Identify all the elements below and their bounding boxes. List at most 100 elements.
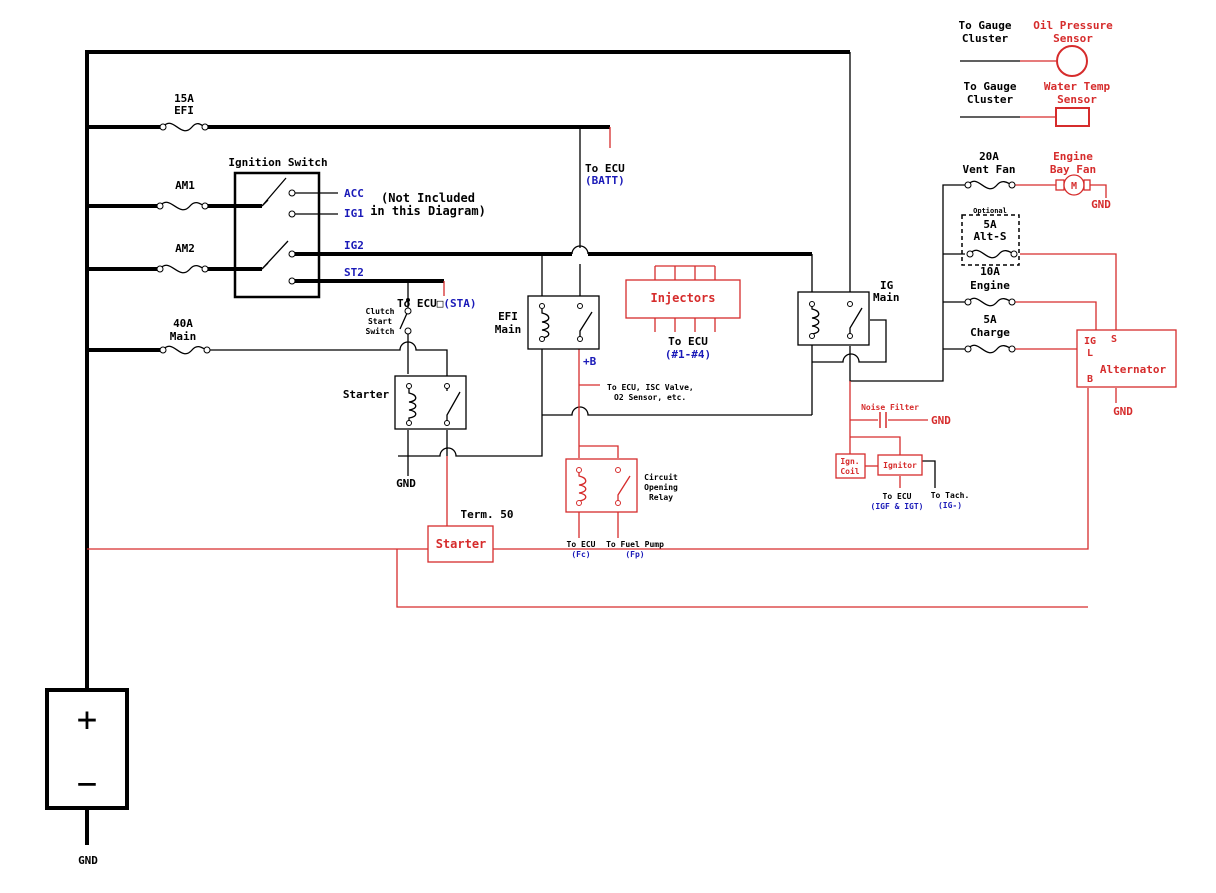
ecu-isc-line2: O2 Sensor, etc.	[614, 393, 686, 402]
oil-line2: Sensor	[1053, 32, 1093, 45]
circuit-opening-relay: Circuit Opening Relay To ECU (Fc) To Fue…	[565, 458, 678, 559]
fuse-15a-name: EFI	[174, 104, 194, 117]
not-included-note-1: (Not Included	[381, 191, 475, 205]
fan-motor-symbol: M	[1071, 181, 1077, 192]
alt-ig: IG	[1084, 336, 1096, 347]
water-line1: Water Temp	[1044, 80, 1111, 93]
alts-name: Alt-S	[973, 230, 1006, 243]
fuse-40a-name: Main	[170, 330, 197, 343]
ign-coil-line1: Ign.	[840, 457, 859, 466]
tach-code: (IG-)	[938, 501, 962, 510]
clutch-line1: Clutch	[366, 307, 395, 316]
fuse-15a-rating: 15A	[174, 92, 194, 105]
starter-motor: Term. 50 Starter	[427, 456, 514, 563]
term-50-label: Term. 50	[461, 508, 514, 521]
fuse-15a-efi: 15A EFI	[159, 92, 209, 132]
starter-gnd-label: GND	[396, 477, 416, 490]
acc-label: ACC	[344, 187, 364, 200]
cor-line2: Opening	[644, 482, 678, 492]
cor-ecu-code: (Fc)	[571, 550, 590, 559]
cor-pump-code: (Fp)	[625, 550, 644, 559]
alt-l: L	[1087, 348, 1093, 359]
ig-main-relay: IG Main	[797, 279, 900, 346]
fuse-20a-rating: 20A	[979, 150, 999, 163]
alt-s: S	[1111, 334, 1117, 345]
ignitor: Ignitor To ECU (IGF & IGT) To Tach. (IG-…	[871, 454, 970, 511]
efi-main-line1: EFI	[498, 310, 518, 323]
ignitor-ecu-code: (IGF & IGT)	[871, 502, 924, 511]
noise-filter: Noise Filter GND	[861, 402, 951, 428]
ig-main-line2: Main	[873, 291, 900, 304]
fuse-am2-label: AM2	[175, 242, 195, 255]
ig1-label: IG1	[344, 207, 364, 220]
plus-b-label: +B	[583, 355, 597, 368]
fuse-20a-name: Vent Fan	[963, 163, 1016, 176]
oil-line1: Oil Pressure	[1033, 19, 1113, 32]
noise-filter-label: Noise Filter	[861, 402, 919, 412]
st2-label: ST2	[344, 266, 364, 279]
engine-fan-line1: Engine	[1053, 150, 1093, 163]
ign-coil-line2: Coil	[840, 466, 859, 476]
ecu-batt-line1: To ECU	[585, 162, 625, 175]
gauge-cluster-2b: Cluster	[967, 93, 1014, 106]
ignition-coil: Ign. Coil	[835, 453, 866, 479]
injectors-code: (#1-#4)	[665, 348, 711, 361]
fuse-5a-charge: 5A Charge	[964, 313, 1016, 354]
water-line2: Sensor	[1057, 93, 1097, 106]
sta-junction-dot	[406, 298, 410, 302]
battery-minus: −	[77, 764, 97, 804]
starter-relay: Starter	[343, 375, 467, 430]
fuse-5a-name: Charge	[970, 326, 1010, 339]
efi-main-line2: Main	[495, 323, 522, 336]
water-temp-sensor	[1055, 107, 1090, 127]
gauge-sensors: To Gauge Cluster To Gauge Cluster Oil Pr…	[959, 19, 1113, 127]
tach-label: To Tach.	[931, 491, 970, 500]
noise-gnd-label: GND	[931, 414, 951, 427]
ecu-batt-line2: (BATT)	[585, 174, 625, 187]
starter-motor-label: Starter	[436, 537, 487, 551]
alt-b: B	[1087, 374, 1093, 385]
black-wiring	[85, 50, 1020, 845]
battery-gnd-label: GND	[78, 854, 98, 867]
fuse-40a-rating: 40A	[173, 317, 193, 330]
engine-fan-line2: Bay Fan	[1050, 163, 1096, 176]
fuse-10a-rating: 10A	[980, 265, 1000, 278]
clutch-line2: Start	[368, 317, 392, 326]
ecu-isc-line1: To ECU, ISC Valve,	[607, 383, 694, 392]
alts-optional: Optional	[973, 207, 1007, 215]
alternator: Alternator IG L B S GND	[1076, 329, 1177, 418]
ignition-switch-title: Ignition Switch	[228, 156, 327, 169]
fan-gnd-label: GND	[1091, 198, 1111, 211]
fuse-10a-engine: 10A Engine	[964, 265, 1016, 307]
alt-gnd-label: GND	[1113, 405, 1133, 418]
fuse-10a-name: Engine	[970, 279, 1010, 292]
fuse-40a-main: 40A Main	[159, 317, 211, 355]
injectors: Injectors To ECU (#1-#4)	[625, 279, 741, 361]
efi-main-relay: EFI Main +B	[495, 295, 600, 368]
starter-relay-label: Starter	[343, 388, 390, 401]
gauge-cluster-2a: To Gauge	[964, 80, 1017, 93]
fuse-am2: AM2	[156, 242, 209, 274]
fuse-20a-vent-fan: 20A Vent Fan	[963, 150, 1016, 190]
clutch-start-switch: Clutch Start Switch	[366, 307, 412, 336]
ecu-sta-code: (STA)	[443, 297, 476, 310]
injectors-ecu: To ECU	[668, 335, 708, 348]
ignitor-label: Ignitor	[883, 460, 917, 470]
red-wiring	[87, 127, 1117, 608]
fuse-am1: AM1	[156, 179, 209, 211]
alternator-label: Alternator	[1100, 363, 1167, 376]
battery: + − GND	[45, 688, 129, 867]
cor-line3: Relay	[649, 493, 673, 502]
injectors-label: Injectors	[650, 291, 715, 305]
gauge-cluster-1a: To Gauge	[959, 19, 1012, 32]
ig2-label: IG2	[344, 239, 364, 252]
gauge-cluster-1b: Cluster	[962, 32, 1009, 45]
fuse-5a-rating: 5A	[983, 313, 997, 326]
fuse-alt-s: Optional 5A Alt-S	[961, 207, 1020, 266]
engine-bay-fan: M Engine Bay Fan GND	[1050, 150, 1111, 211]
alts-rating: 5A	[983, 218, 997, 231]
ig-main-line1: IG	[880, 279, 894, 292]
oil-pressure-sensor	[1056, 45, 1088, 77]
cor-ecu: To ECU	[567, 540, 596, 549]
